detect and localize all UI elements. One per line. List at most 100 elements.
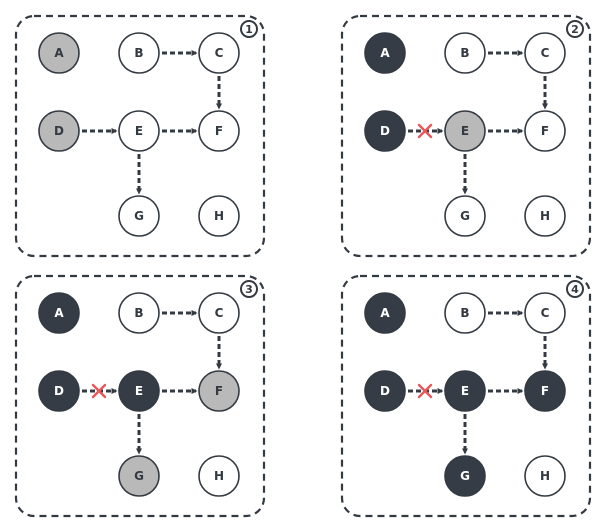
node-circle — [364, 370, 406, 412]
panel-frame — [14, 14, 266, 258]
node-circle — [524, 370, 566, 412]
node-circle — [364, 292, 406, 334]
node-c: C — [198, 292, 240, 334]
node-circle — [524, 455, 566, 497]
node-f: F — [198, 370, 240, 412]
node-label: C — [215, 46, 224, 60]
node-label: E — [135, 124, 143, 138]
node-d: D — [364, 110, 406, 152]
node-circle — [118, 292, 160, 334]
node-circle — [118, 195, 160, 237]
node-label: H — [540, 209, 550, 223]
node-d: D — [364, 370, 406, 412]
node-b: B — [444, 32, 486, 74]
node-a: A — [38, 32, 80, 74]
node-circle — [198, 195, 240, 237]
node-circle — [444, 370, 486, 412]
node-circle — [198, 292, 240, 334]
node-circle — [364, 32, 406, 74]
node-circle — [364, 110, 406, 152]
node-circle — [198, 110, 240, 152]
node-label: D — [54, 124, 64, 138]
panel-frame — [340, 274, 592, 518]
node-circle — [38, 292, 80, 334]
step-panel-2: 2A B C D E F G H — [340, 14, 592, 258]
node-circle — [524, 110, 566, 152]
node-circle — [524, 195, 566, 237]
node-label: A — [380, 306, 390, 320]
node-label: F — [541, 124, 549, 138]
node-circle — [524, 32, 566, 74]
node-g: G — [444, 455, 486, 497]
node-circle — [198, 455, 240, 497]
node-label: E — [135, 384, 143, 398]
node-d: D — [38, 370, 80, 412]
node-label: A — [54, 306, 64, 320]
node-e: E — [118, 110, 160, 152]
node-b: B — [444, 292, 486, 334]
step-number: 1 — [245, 23, 253, 36]
node-g: G — [444, 195, 486, 237]
node-g: G — [118, 195, 160, 237]
node-circle — [38, 110, 80, 152]
node-h: H — [198, 195, 240, 237]
node-f: F — [524, 110, 566, 152]
node-label: F — [215, 124, 223, 138]
node-label: D — [380, 124, 390, 138]
node-e: E — [444, 370, 486, 412]
node-circle — [524, 292, 566, 334]
node-circle — [444, 292, 486, 334]
node-e: E — [118, 370, 160, 412]
node-label: B — [460, 46, 469, 60]
node-h: H — [524, 195, 566, 237]
node-c: C — [524, 32, 566, 74]
removed-edge-cross-icon — [91, 383, 107, 399]
step-number-badge — [240, 20, 258, 38]
step-number: 4 — [571, 283, 579, 296]
node-label: G — [134, 469, 144, 483]
node-label: G — [460, 469, 470, 483]
node-label: B — [134, 306, 143, 320]
node-circle — [118, 32, 160, 74]
node-label: D — [380, 384, 390, 398]
node-circle — [118, 110, 160, 152]
node-e: E — [444, 110, 486, 152]
node-c: C — [524, 292, 566, 334]
node-label: C — [541, 306, 550, 320]
step-number: 3 — [245, 283, 253, 296]
node-circle — [198, 370, 240, 412]
node-f: F — [524, 370, 566, 412]
node-label: H — [214, 209, 224, 223]
node-b: B — [118, 32, 160, 74]
node-a: A — [38, 292, 80, 334]
node-circle — [38, 370, 80, 412]
node-label: F — [541, 384, 549, 398]
step-panel-3: 3A B C D E F G H — [14, 274, 266, 518]
node-label: F — [215, 384, 223, 398]
node-label: C — [215, 306, 224, 320]
removed-edge-cross-icon — [417, 383, 433, 399]
node-circle — [118, 370, 160, 412]
node-label: H — [214, 469, 224, 483]
node-label: H — [540, 469, 550, 483]
node-h: H — [198, 455, 240, 497]
node-circle — [444, 195, 486, 237]
node-g: G — [118, 455, 160, 497]
panel-frame — [340, 14, 592, 258]
node-h: H — [524, 455, 566, 497]
node-a: A — [364, 32, 406, 74]
removed-edge-cross-icon — [417, 123, 433, 139]
node-circle — [38, 32, 80, 74]
node-a: A — [364, 292, 406, 334]
panel-frame — [14, 274, 266, 518]
node-label: D — [54, 384, 64, 398]
node-f: F — [198, 110, 240, 152]
node-circle — [444, 110, 486, 152]
step-number: 2 — [571, 23, 579, 36]
node-b: B — [118, 292, 160, 334]
node-label: A — [380, 46, 390, 60]
node-circle — [198, 32, 240, 74]
node-label: G — [134, 209, 144, 223]
node-label: B — [460, 306, 469, 320]
